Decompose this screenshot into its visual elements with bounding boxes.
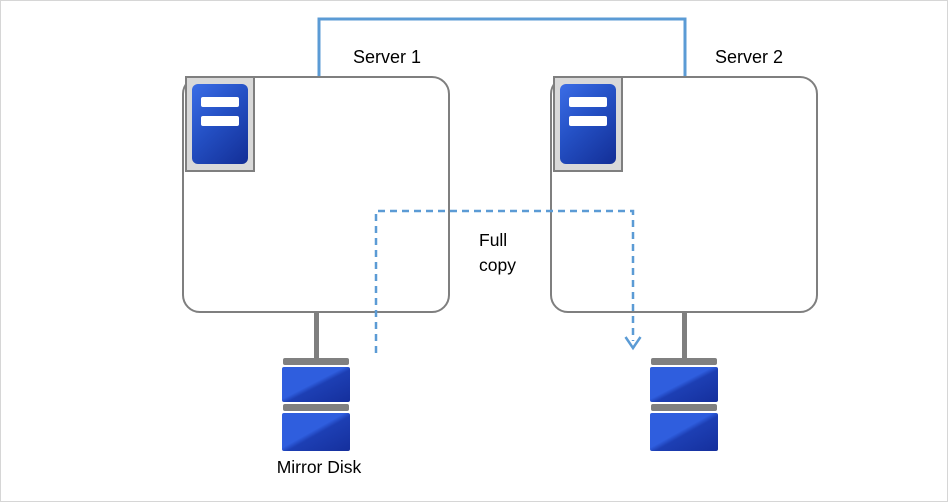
disk-platter — [282, 413, 350, 451]
server-icon-panel — [560, 84, 616, 164]
full-copy-label: Full copy — [479, 230, 516, 275]
target-disk-icon — [650, 358, 718, 451]
server2-disk-connector — [682, 311, 687, 359]
server-icon — [553, 76, 623, 172]
mirror-disk-label: Mirror Disk — [276, 457, 362, 477]
server-icon-bar — [201, 116, 239, 126]
arrow-down-icon — [624, 336, 642, 351]
disk-platter — [650, 367, 718, 402]
mirror-disk-icon — [282, 358, 350, 451]
disk-bar — [283, 404, 349, 411]
server2-label: Server 2 — [714, 47, 784, 67]
disk-platter — [282, 367, 350, 402]
server-icon-bar — [201, 97, 239, 107]
disk-platter — [650, 413, 718, 451]
server-icon — [185, 76, 255, 172]
server-icon-panel — [192, 84, 248, 164]
disk-bar — [283, 358, 349, 365]
server-icon-bar — [569, 97, 607, 107]
disk-bar — [651, 358, 717, 365]
server1-disk-connector — [314, 311, 319, 359]
server-icon-bar — [569, 116, 607, 126]
disk-bar — [651, 404, 717, 411]
server1-label: Server 1 — [352, 47, 422, 67]
